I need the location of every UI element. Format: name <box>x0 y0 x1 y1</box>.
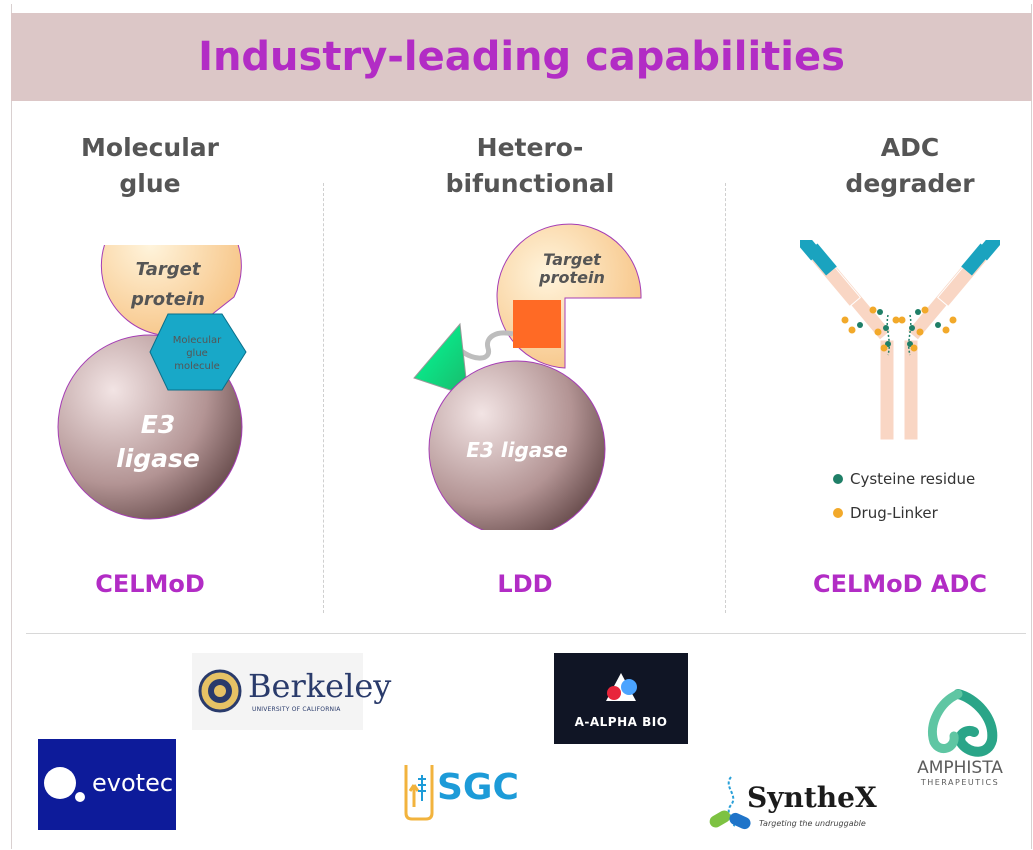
glue-molecule-label: molecule <box>174 361 220 372</box>
evotec-name: evotec <box>92 769 174 797</box>
heading-line: glue <box>119 169 181 198</box>
sgc-mark-icon <box>404 765 434 821</box>
footer-celmod-adc: CELMoD ADC <box>812 570 988 598</box>
berkeley-logo: Berkeley UNIVERSITY OF CALIFORNIA <box>192 653 391 730</box>
section-divider <box>26 633 1026 634</box>
page-title: Industry-leading capabilities <box>198 34 845 80</box>
heading-line: bifunctional <box>445 169 615 198</box>
e3-ligase-label: ligase <box>116 444 200 473</box>
cysteine-dot-icon <box>833 474 843 484</box>
drug-linker-dot-icon <box>833 508 843 518</box>
amphista-mark-icon <box>928 689 998 757</box>
column-divider <box>725 183 726 613</box>
heading-heterobifunctional: Hetero- bifunctional <box>420 130 640 202</box>
glue-molecule-label: Molecular <box>173 335 222 346</box>
amphista-sub: THERAPEUTICS <box>920 778 1000 787</box>
molecular-glue-diagram: Target protein Molecular glue molecule E… <box>57 245 247 520</box>
target-protein-label: Target <box>543 250 602 269</box>
target-protein-shape <box>100 245 242 337</box>
synthex-logo: SyntheX Targeting the undruggable <box>703 775 893 835</box>
heading-molecular-glue: Molecular glue <box>50 130 250 202</box>
e3-ligase-label: E3 <box>141 410 175 439</box>
heading-line: degrader <box>845 169 975 198</box>
heading-line: ADC <box>880 133 940 162</box>
legend-cysteine: Cysteine residue <box>833 470 975 488</box>
synthex-name: SyntheX <box>747 781 877 814</box>
berkeley-sub: UNIVERSITY OF CALIFORNIA <box>252 706 341 713</box>
synthex-capsule-icon <box>709 776 751 830</box>
heterobifunctional-diagram: Target protein E3 ligase <box>413 223 642 530</box>
linker-chain <box>458 330 514 361</box>
warhead-square <box>513 300 561 348</box>
disulfide-bonds <box>886 314 912 356</box>
glue-molecule-shape <box>149 313 247 391</box>
legend-label: Drug-Linker <box>850 504 938 522</box>
evotec-dots-icon <box>44 767 85 802</box>
adc-antibody-diagram <box>800 240 1000 441</box>
target-protein-label: Target <box>136 259 202 280</box>
e3-ligand-triangle <box>413 322 469 397</box>
berkeley-name: Berkeley <box>248 667 392 705</box>
sgc-name: SGC <box>437 767 519 808</box>
a-alpha-mark-icon <box>606 673 637 701</box>
drug-linker-payloads <box>841 306 957 352</box>
target-protein-label: protein <box>538 268 605 287</box>
heading-adc-degrader: ADC degrader <box>810 130 1010 202</box>
evotec-logo: evotec <box>38 739 176 830</box>
column-divider <box>323 183 324 613</box>
footer-celmod: CELMoD <box>95 570 205 598</box>
berkeley-seal-icon <box>198 669 242 713</box>
a-alpha-name: A-ALPHA BIO <box>574 715 668 729</box>
amphista-name: AMPHISTA <box>917 758 1003 778</box>
target-protein-label: protein <box>130 289 205 310</box>
a-alpha-bio-logo: A-ALPHA BIO <box>554 653 688 744</box>
cysteine-residues <box>857 309 941 347</box>
amphista-logo: AMPHISTA THERAPEUTICS <box>900 688 1020 793</box>
sgc-logo: SGC <box>392 755 519 825</box>
e3-ligase-shape <box>428 360 606 530</box>
legend-drug-linker: Drug-Linker <box>833 504 938 522</box>
heading-line: Molecular <box>81 133 219 162</box>
footer-ldd: LDD <box>497 570 553 598</box>
heading-line: Hetero- <box>476 133 584 162</box>
slide-frame <box>11 4 1032 849</box>
title-bar: Industry-leading capabilities <box>11 13 1032 101</box>
synthex-tagline: Targeting the undruggable <box>759 819 866 828</box>
legend-label: Cysteine residue <box>850 470 976 488</box>
antibody-light-chains <box>800 240 1000 308</box>
glue-molecule-label: glue <box>186 348 208 359</box>
e3-ligase-label: E3 ligase <box>466 438 568 462</box>
